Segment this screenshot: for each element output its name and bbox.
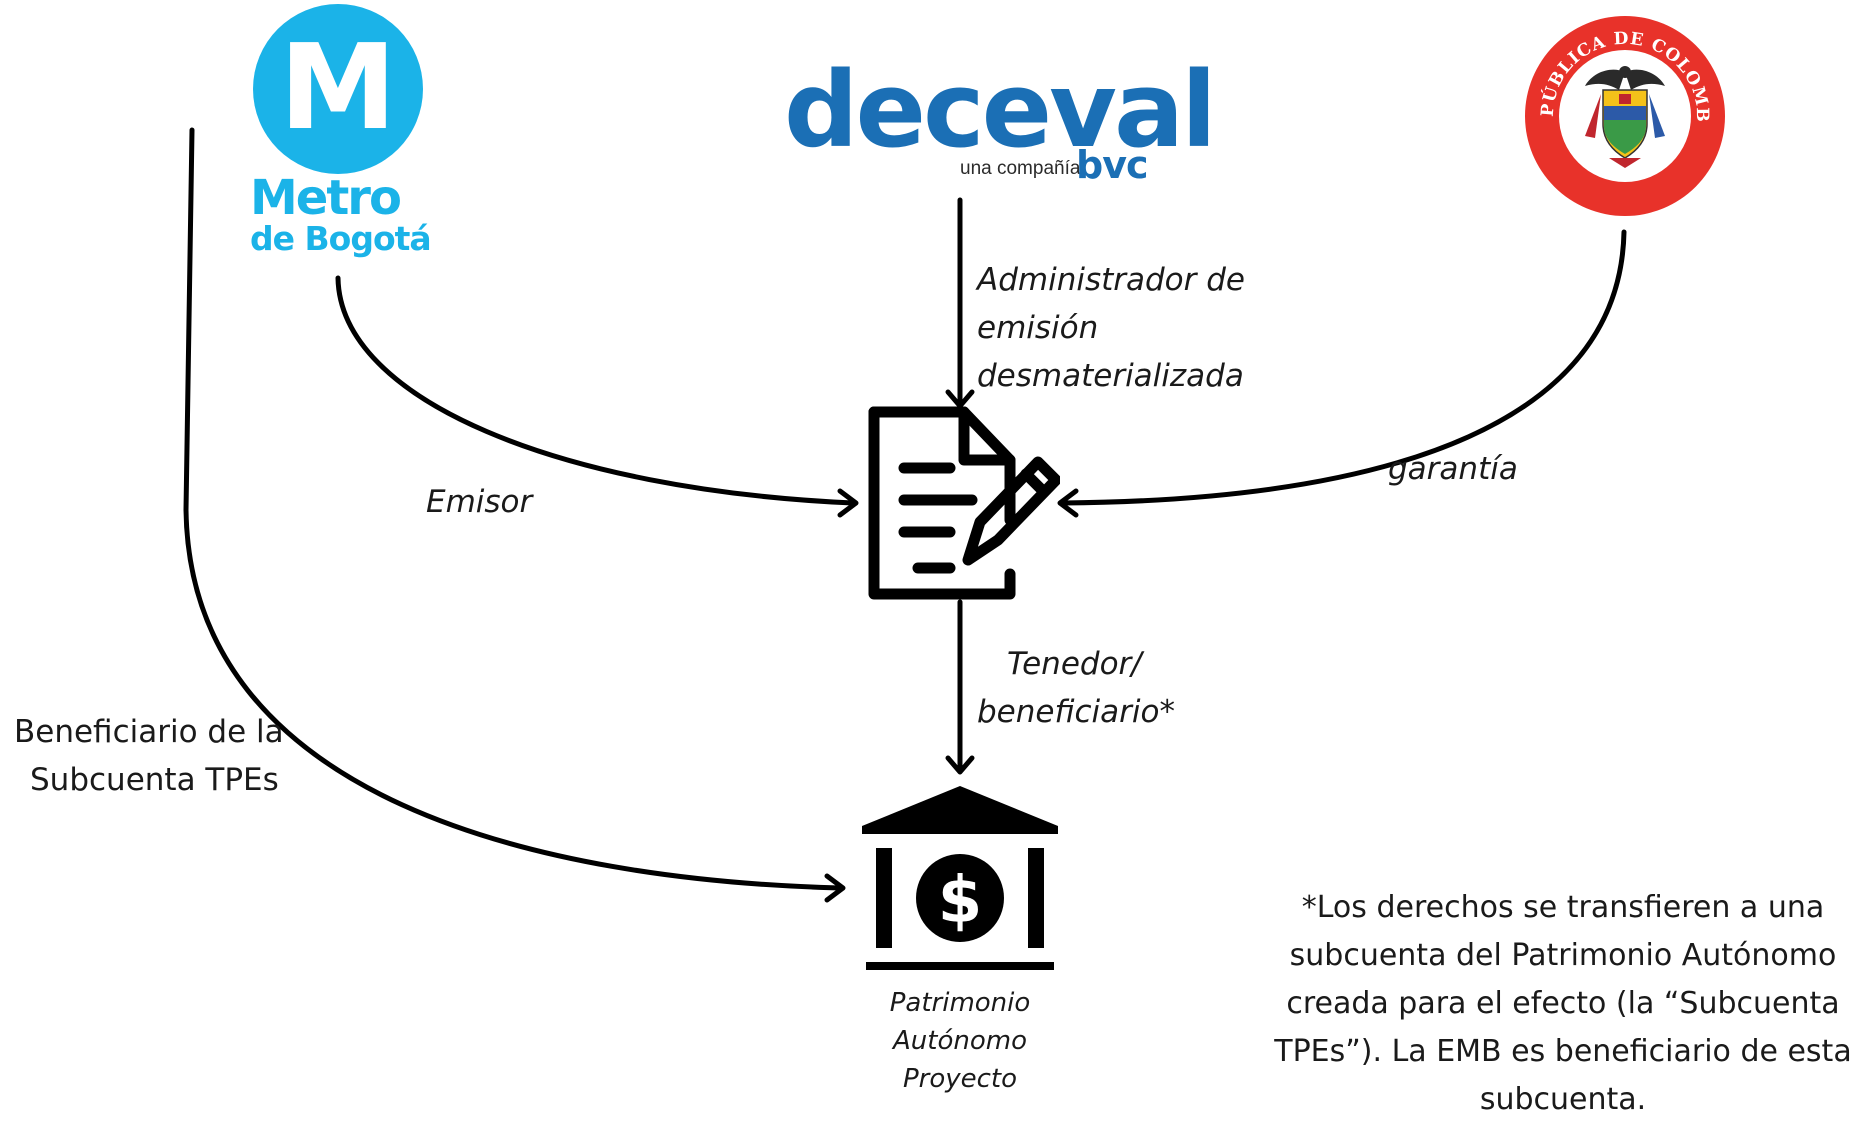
metro-m-letter: M: [279, 18, 397, 156]
tenedor-label: Tenedor/ beneficiario*: [977, 640, 1175, 736]
tenedor-line-1: Tenedor/: [1007, 646, 1142, 682]
metro-logo: M Metro de Bogotá: [250, 4, 440, 264]
beneficiario-line-2: Subcuenta TPEs: [30, 762, 279, 799]
garantia-label: garantía: [1388, 451, 1518, 487]
footnote-line-3: creada para el efecto (la “Subcuenta: [1286, 986, 1840, 1021]
tenedor-line-2: beneficiario*: [977, 694, 1175, 731]
emisor-label: Emisor: [426, 484, 533, 520]
bank-dollar-icon: $: [858, 782, 1062, 982]
deceval-role-line-3: desmaterializada: [977, 358, 1244, 395]
footnote: *Los derechos se transfieren a una subcu…: [1258, 884, 1868, 1124]
patrimonio-label: Patrimonio Autónomo Proyecto: [860, 984, 1060, 1098]
document-signing-icon: [860, 404, 1062, 604]
arrow-metro-to-document: [335, 275, 856, 506]
deceval-role-label: Administrador de emisión desmaterializad…: [977, 256, 1245, 400]
deceval-wordmark: deceval: [784, 49, 1217, 171]
colombia-seal: REPÚBLICA DE COLOMBIA LIBERTAD Y ORDEN: [1515, 0, 1727, 218]
deceval-role-line-2: emisión: [977, 310, 1099, 347]
connector-arrows: [183, 127, 1627, 903]
footnote-line-5: subcuenta.: [1479, 1082, 1647, 1117]
metro-line1: Metro: [250, 170, 402, 226]
beneficiario-line-1: Beneficiario de la: [14, 714, 284, 750]
footnote-line-2: subcuenta del Patrimonio Autónomo: [1289, 938, 1837, 973]
deceval-role-line-1: Administrador de: [977, 262, 1245, 298]
footnote-line-4: TPEs”). La EMB es beneficiario de esta: [1274, 1034, 1852, 1069]
arrow-colombia-to-document: [1060, 229, 1627, 506]
bvc-wordmark: bvc: [1076, 143, 1148, 187]
patrimonio-line-1: Patrimonio: [889, 988, 1031, 1018]
patrimonio-line-3: Proyecto: [902, 1064, 1018, 1094]
arrow-metro-to-bank: [183, 127, 843, 891]
metro-line2: de Bogotá: [250, 219, 432, 258]
patrimonio-line-2: Autónomo: [893, 1026, 1027, 1056]
metro-m-badge: [253, 4, 423, 174]
svg-text:$: $: [938, 864, 983, 938]
beneficiario-subcuenta-label: Beneficiario de la Subcuenta TPEs: [14, 708, 284, 804]
deceval-subtitle: una compañía: [960, 158, 1081, 179]
deceval-logo: deceval una compañía bvc: [784, 58, 1217, 198]
footnote-line-1: *Los derechos se transfieren a una: [1301, 890, 1825, 925]
